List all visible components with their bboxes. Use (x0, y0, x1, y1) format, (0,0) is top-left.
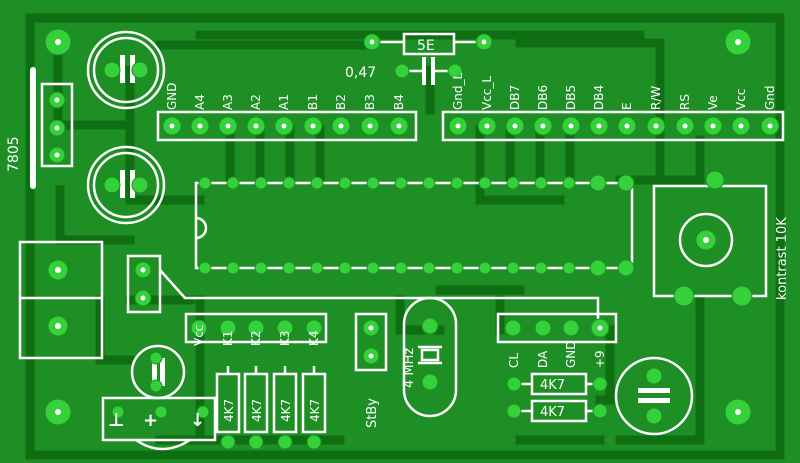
bus-pin-label: GND (564, 340, 578, 368)
header-a-pin-label: B4 (392, 94, 406, 110)
lcd-pin-label: Vcc (734, 89, 748, 110)
header-a-pin-label: B1 (306, 94, 320, 110)
regulator-label: 7805 (6, 136, 22, 172)
lcd-pin-label: Gnd_L (451, 72, 465, 110)
keys-pin-label: K3 (278, 330, 292, 346)
lcd-pin-label: Vcc_L (480, 76, 494, 110)
pullup-resistor-label: 4K7 (250, 399, 264, 422)
lcd-pin-label: Gnd (763, 85, 777, 110)
standby-label: StBy (365, 398, 380, 428)
pullup-resistor-label: 4K7 (222, 399, 236, 422)
lcd-pin-label: DB6 (536, 85, 550, 110)
header-a-pin-label: GND (165, 82, 179, 110)
lcd-pin-label: Ve (706, 95, 720, 110)
pullup-resistor-label: 4K7 (279, 399, 293, 422)
header-a-pin-label: A2 (249, 94, 263, 110)
bus-resistor-label: 4K7 (540, 378, 565, 393)
header-a-pin-label: B3 (363, 94, 377, 110)
potentiometer-label: kontrast 10K (775, 217, 790, 300)
lcd-pin-label: E (620, 102, 634, 110)
plus-symbol: + (143, 410, 158, 431)
ground-symbol: ⊥ (108, 410, 124, 431)
keys-pin-label: Vcc (192, 325, 206, 346)
lcd-pin-label: R/W (649, 86, 663, 110)
lcd-pin-label: RS (678, 94, 692, 110)
arrow-down-icon: ↓ (190, 410, 205, 431)
header-a-pin-label: A4 (193, 94, 207, 110)
keys-pin-label: K1 (221, 330, 235, 346)
silkscreen-text: 7805 5E 0,47 GND A4 A3 A2 A1 B1 B2 B3 B4… (6, 38, 790, 431)
crystal-label: 4 MHz (402, 348, 417, 388)
keys-pin-label: K2 (249, 330, 263, 346)
keys-pin-label: K4 (307, 330, 321, 346)
silkscreen-lines (18, 30, 785, 451)
lcd-pin-label: DB4 (592, 85, 606, 110)
header-a-pin-label: A3 (221, 94, 235, 110)
capacitor-small-label: 0,47 (345, 65, 376, 81)
capacitor-top-label: 5E (417, 38, 435, 54)
bus-pin-label: DA (536, 350, 550, 368)
lcd-pin-label: DB7 (508, 85, 522, 110)
bus-pin-label: CL (507, 353, 521, 368)
bus-pin-label: +9 (593, 350, 607, 368)
bus-resistor-label: 4K7 (540, 405, 565, 420)
header-a-pin-label: B2 (334, 94, 348, 110)
header-a-pin-label: A1 (277, 94, 291, 110)
pullup-resistor-label: 4K7 (308, 399, 322, 422)
lcd-pin-label: DB5 (564, 85, 578, 110)
drill-holes (54, 39, 773, 415)
